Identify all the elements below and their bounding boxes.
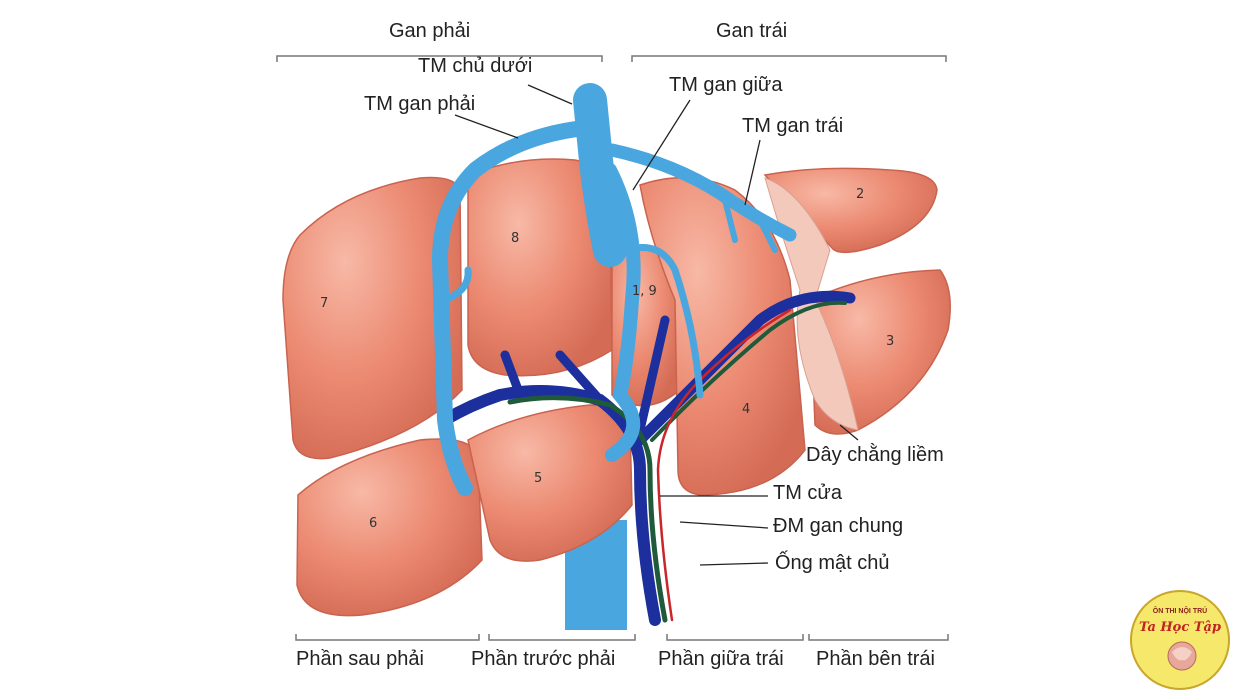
label-left-hepatic-vein: TM gan trái	[742, 115, 844, 137]
leader-lines	[454, 84, 859, 566]
label-common-hepatic-artery: ĐM gan chung	[773, 515, 904, 537]
label-left-liver: Gan trái	[716, 20, 788, 42]
segment-5	[467, 404, 633, 562]
segment-number: 8	[511, 231, 519, 246]
label-middle-hepatic-vein: TM gan giữa	[669, 74, 783, 96]
segment-number: 5	[534, 471, 542, 486]
brackets	[276, 55, 949, 641]
hepatic-veins	[431, 83, 797, 496]
segment-6	[296, 438, 483, 617]
bracket-right-posterior	[295, 634, 480, 641]
middle-hepatic-vein-vessel	[603, 163, 641, 462]
liver-segments	[282, 158, 951, 617]
logo-line-2: Ta Học Tập	[1139, 620, 1221, 635]
logo-line-1: ÔN THI NỘI TRÚ	[1152, 608, 1208, 615]
bracket-right-anterior	[488, 634, 636, 641]
label-right-hepatic-vein: TM gan phải	[364, 93, 476, 115]
label-left-lateral: Phần bên trái	[816, 648, 935, 670]
brand-logo: ÔN THI NỘI TRÚ Ta Học Tập	[1130, 590, 1230, 690]
bracket-right-liver	[276, 55, 603, 62]
segment-number: 7	[320, 296, 328, 311]
label-common-bile-duct: Ống mật chủ	[775, 552, 890, 574]
label-portal-vein: TM cửa	[773, 482, 842, 504]
label-falciform-ligament: Dây chằng liềm	[806, 444, 944, 466]
segment-2	[763, 167, 938, 254]
right-hepatic-vein-vessel	[431, 120, 593, 496]
segment-number: 6	[369, 516, 377, 531]
portal-triad	[439, 290, 856, 626]
ivc-upper	[573, 83, 627, 267]
bracket-left-medial	[666, 634, 804, 641]
segment-number: 2	[856, 187, 864, 202]
segment-numbers: 7 8 1, 9 2 3 4 5 6	[320, 187, 894, 531]
segment-7	[282, 176, 463, 460]
segment-4	[639, 176, 806, 496]
segment-number: 1, 9	[632, 284, 657, 299]
label-right-liver: Gan phải	[389, 20, 471, 42]
label-right-posterior: Phần sau phải	[296, 648, 424, 670]
bracket-left-liver	[631, 55, 947, 62]
label-left-medial: Phần giữa trái	[658, 648, 784, 670]
bracket-left-lateral	[808, 634, 949, 641]
logo-icon	[1167, 641, 1197, 671]
segment-number: 4	[742, 402, 750, 417]
segment-number: 3	[886, 334, 894, 349]
label-right-anterior: Phần trước phải	[471, 648, 616, 670]
label-ivc: TM chủ dưới	[418, 55, 533, 77]
